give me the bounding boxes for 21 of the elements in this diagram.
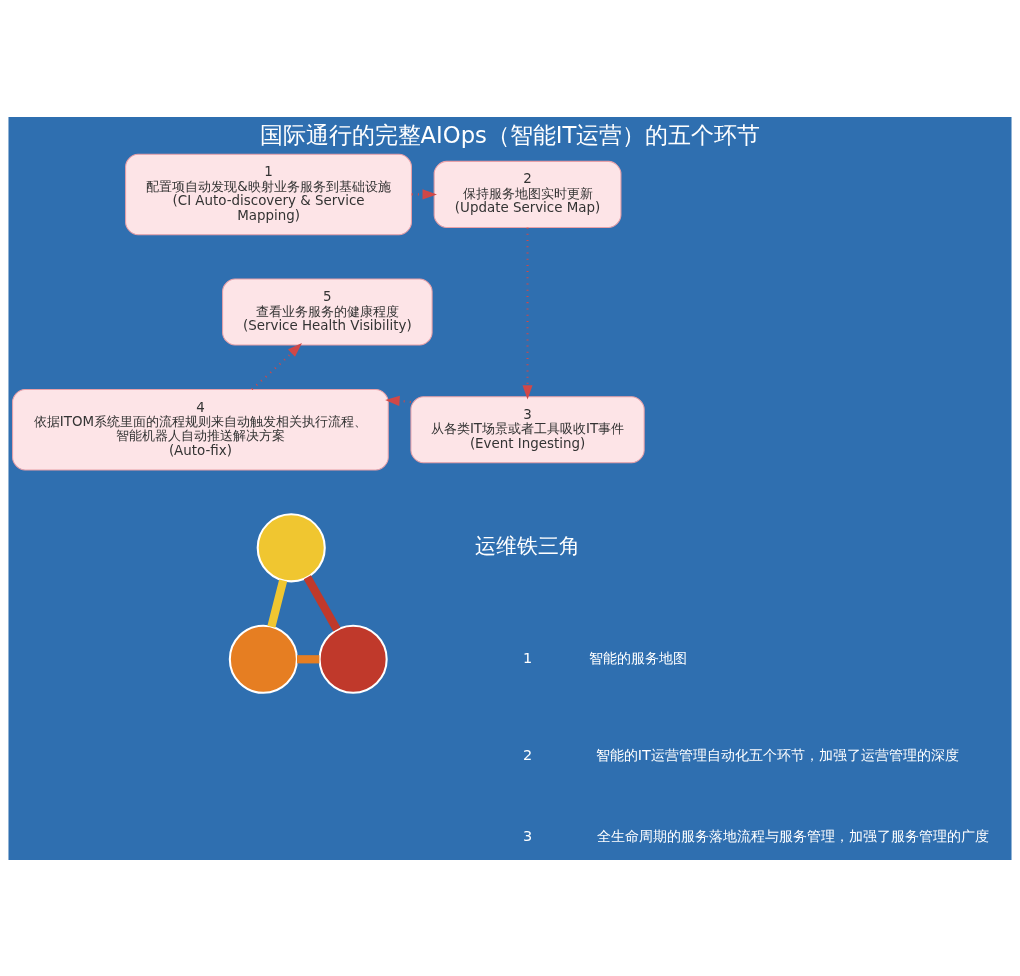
diagram-title: 国际通行的完整AIOps（智能IT运营）的五个环节: [259, 121, 761, 148]
label: 智能的IT运营管理自动化五个环节，加强了运营管理的深度: [595, 746, 959, 763]
label: 3: [522, 827, 533, 844]
label: 智能的服务地图: [588, 649, 687, 666]
label: 运维铁三角: [475, 533, 581, 558]
node-box: 1 配置项自动发现&映射业务服务到基础设施 (CI Auto-discovery & Service Mapping): [125, 153, 412, 235]
node-box: 3 从各类IT场景或者工具吸收IT事件 (Event Ingesting): [410, 395, 645, 463]
connector: [303, 574, 341, 632]
label: 全生命周期的服务落地流程与服务管理，加强了服务管理的广度: [596, 827, 989, 844]
label: 1: [522, 649, 533, 666]
node-box: 4 依据ITOM系统里面的流程规则来自动触发相关执行流程、智能机器人自动推送解决方案 (Auto-fix): [12, 388, 389, 470]
node-box: 5 查看业务服务的健康程度 (Service Health Visibility): [222, 278, 433, 346]
node-circle: [318, 624, 388, 694]
label: 2: [522, 746, 533, 763]
node-circle: [256, 512, 326, 582]
arrow: [522, 227, 533, 400]
node-circle: [228, 624, 298, 694]
connector: [297, 654, 320, 663]
connector: [267, 579, 288, 628]
arrow: [251, 342, 302, 390]
node-box: 2 保持服务地图实时更新 (Update Service Map): [433, 160, 622, 228]
